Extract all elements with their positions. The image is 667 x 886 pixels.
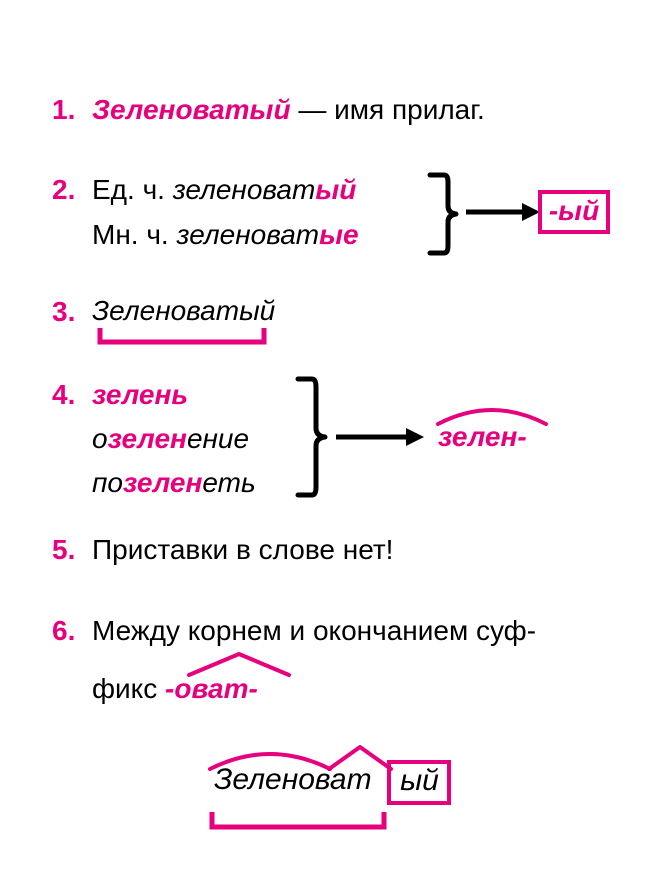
item-4-row-2-suffix: ение [186,423,250,454]
item-2-brace [427,172,459,256]
item-4-row-2-prefix: о [92,423,108,454]
final-analysis-root: Зелен [214,763,299,796]
item-2-row-singular: Ед. ч. зеленоватый [92,176,356,204]
item-4-arrow [336,428,424,446]
item-6-suffix-roof-icon [187,652,291,677]
item-6-suffix-morpheme: -оват- [165,673,258,704]
final-analysis-suffix: оват [298,763,372,796]
item-4-number: 4. [52,379,76,410]
final-analysis-ending-box: ый [387,760,451,805]
item-4-row-3: позеленеть [92,469,256,497]
final-suffix-roof-icon [327,745,393,771]
final-analysis-word: Зеленоват [214,765,372,795]
item-2-plural-stem: зеленоват [176,219,320,250]
item-4-row-2: озеленение [92,425,249,453]
final-stem-base-bracket-icon [209,812,387,830]
item-3-number: 3. [52,296,76,327]
item-6-number: 6. [52,615,76,646]
item-2-singular-ending: ый [315,174,357,205]
item-4-row-1-root: зелень [92,379,188,410]
item-2-plural-ending: ые [319,219,359,250]
item-3-word: Зеленоватый [92,295,276,326]
item-4-row-2-root: зелен [107,423,187,454]
item-6-line-1: Между корнем и окончанием суф- [92,615,537,646]
item-4-row-1: зелень [92,381,188,409]
item-4-root-arc-icon [436,408,548,426]
item-1-text: Зеленоватый — имя прилаг. [92,96,485,124]
item-2-row-plural: Мн. ч. зеленоватые [92,221,359,249]
item-4-brace [295,376,328,498]
final-root-arc-icon [208,752,332,771]
item-4-row-3-root: зелен [122,467,203,498]
item-2-result-box: -ый [538,190,610,234]
item-5-number: 5. [52,534,76,565]
item-4-row-3-suffix: еть [202,467,256,498]
item-3-base-bracket-icon [97,328,267,345]
item-4-row-3-prefix: по [92,467,123,498]
item-1-rest: — имя прилаг. [290,94,485,125]
item-2-arrow [466,203,540,221]
item-5-text: Приставки в слове нет! [92,534,394,565]
item-1-word: Зеленоватый [92,94,291,125]
item-2-singular-label: Ед. ч. [92,174,173,205]
item-2-plural-label: Мн. ч. [92,219,177,250]
item-6-line-2-prefix: фикс [92,673,166,704]
item-2-number: 2. [52,174,76,205]
item-6-line-2: фикс -оват- [92,675,258,703]
item-2-singular-stem: зеленоват [172,174,316,205]
item-1-number: 1. [52,94,76,125]
item-4-result: зелен- [438,421,527,452]
